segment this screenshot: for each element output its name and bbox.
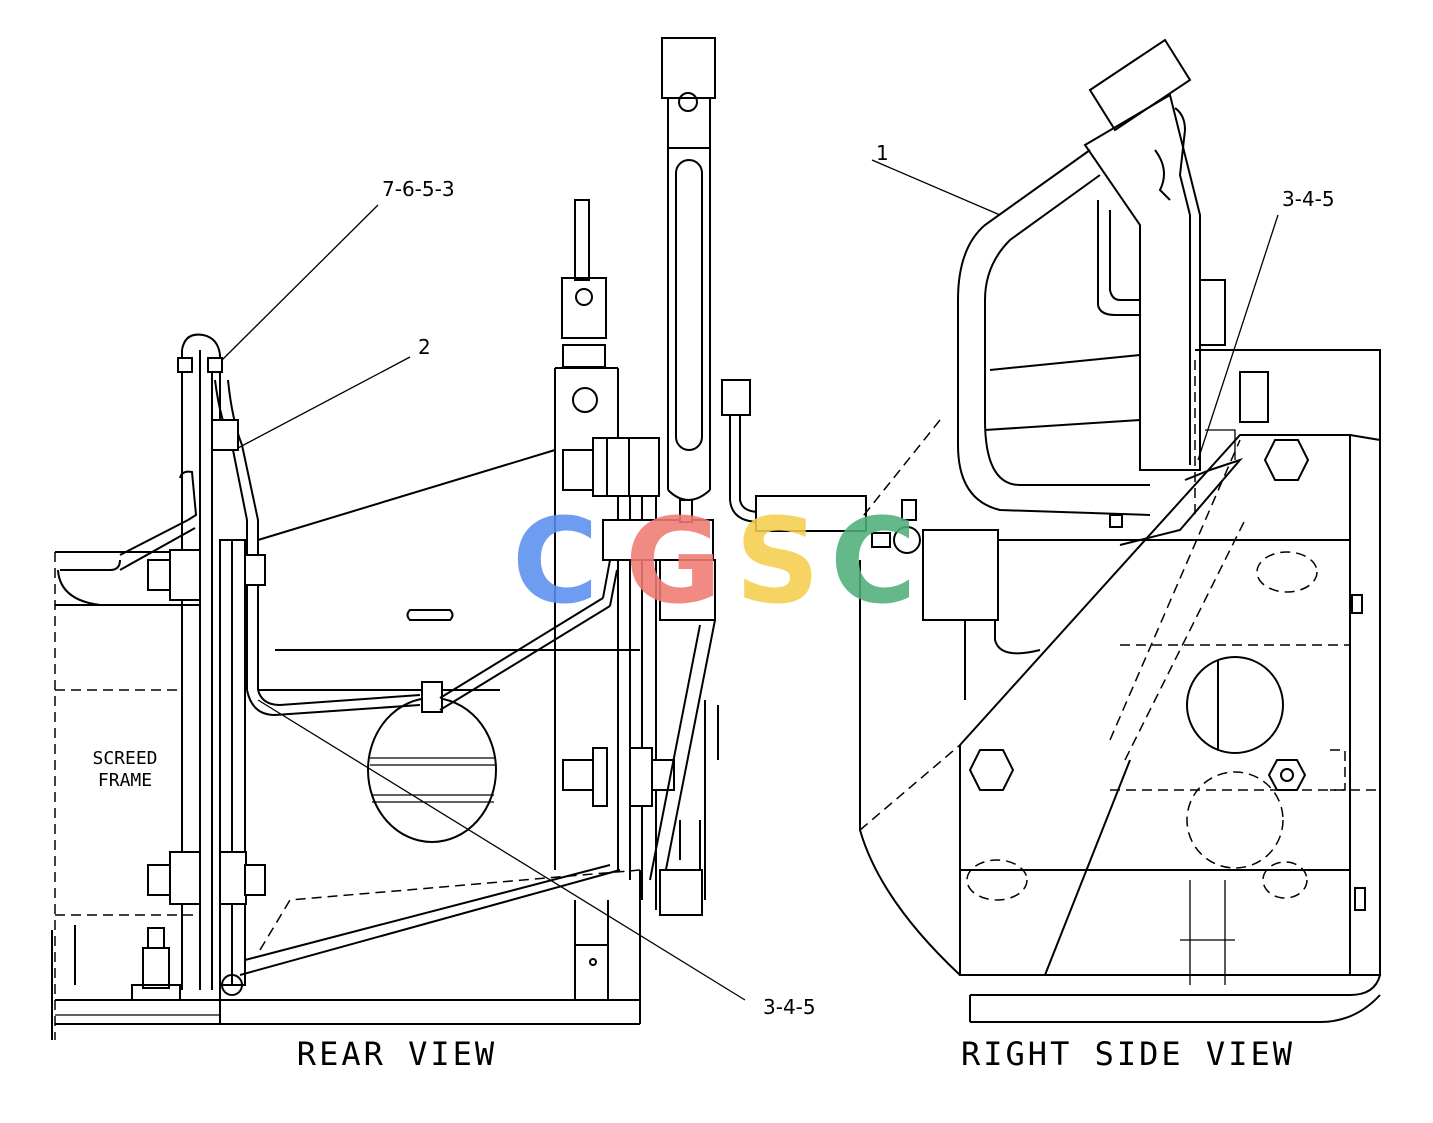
bolt-group-upper-left <box>147 549 266 601</box>
bolt-group-lower-right <box>562 747 675 807</box>
rear-view-caption: REAR VIEW <box>297 1035 497 1073</box>
callout-2: 2 <box>418 335 431 359</box>
right-side-view <box>859 38 1381 1023</box>
bolt-group-lower-left <box>147 851 266 905</box>
screed-frame-label-line1: SCREED <box>92 748 157 769</box>
leader-lines <box>221 159 1279 1001</box>
watermark-letter-s: S <box>735 492 820 630</box>
callout-7-6-5-3: 7-6-5-3 <box>382 177 455 201</box>
callout-3-4-5-side: 3-4-5 <box>1282 187 1335 211</box>
callout-1: 1 <box>876 141 889 165</box>
watermark-letter-c1: C <box>512 492 599 630</box>
callout-3-4-5-rear: 3-4-5 <box>763 995 816 1019</box>
screed-frame-label-line2: FRAME <box>98 770 152 791</box>
watermark-letter-c2: C <box>830 492 917 630</box>
bolt-group-upper-right <box>562 437 660 497</box>
right-side-view-caption: RIGHT SIDE VIEW <box>961 1035 1295 1073</box>
watermark-letter-g: G <box>625 492 722 630</box>
rear-view: SCREED FRAME <box>51 37 867 1040</box>
watermark-logo: C G S C <box>512 492 917 630</box>
